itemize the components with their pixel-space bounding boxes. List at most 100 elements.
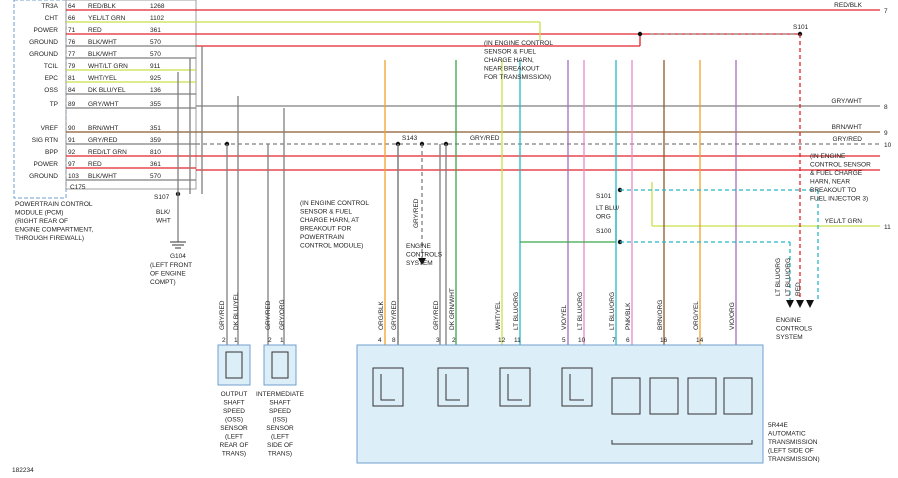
pcm-circuit-number: 136 xyxy=(150,87,161,94)
sensor-label: (OSS) xyxy=(225,417,243,424)
pcm-circuit-number: 1102 xyxy=(150,15,164,22)
component-icon xyxy=(561,367,593,407)
harness-note: NEAR BREAKOUT xyxy=(484,66,540,73)
pcm-pin-number: 81 xyxy=(68,75,76,82)
pcm-pin-name: TR3A xyxy=(41,3,58,10)
pcm-pin-name: POWER xyxy=(33,161,58,168)
component-icon xyxy=(372,367,404,407)
wire-color-label: LT BLU/ORG xyxy=(609,292,616,330)
pcm-pin-name: GROUND xyxy=(29,173,58,180)
engine-controls-label: CONTROLS xyxy=(406,252,443,259)
pcm-pin-number: 89 xyxy=(68,101,76,108)
pcm-pin-name: OSS xyxy=(44,87,58,94)
pin-number: 14 xyxy=(696,337,704,344)
pcm-wire-color: BLK/WHT xyxy=(88,173,117,180)
ground-location: OF ENGINE xyxy=(150,271,186,278)
sensor-label: (LEFT xyxy=(225,434,243,441)
transmission-box xyxy=(356,344,764,464)
pin-number: 11 xyxy=(514,337,521,344)
arrow-engine-controls xyxy=(806,300,814,308)
sensor-box xyxy=(263,344,297,386)
pcm-wire-color: RED/LT GRN xyxy=(88,149,127,156)
engine-controls-label: CONTROLS xyxy=(776,326,813,333)
right-edge-wire-color: BRN/WHT xyxy=(832,124,862,131)
diagram-id: 182234 xyxy=(12,467,34,474)
sensor-label: TRANS) xyxy=(222,451,246,458)
pcm-wire-color: DK BLU/YEL xyxy=(88,87,126,94)
wire-color-label: BLK/ xyxy=(156,209,170,216)
right-edge-page-ref: 11 xyxy=(884,224,891,231)
ground-id: G104 xyxy=(170,253,186,260)
sensor-box xyxy=(217,344,251,386)
shift-solenoid-bracket xyxy=(611,440,753,445)
harness-note: CONTROL SENSOR xyxy=(810,162,871,169)
sensor-label: SPEED xyxy=(269,408,291,415)
pcm-wire-color: RED/BLK xyxy=(88,3,116,10)
pcm-pin-name: GROUND xyxy=(29,39,58,46)
wire-color-label: ORG/YEL xyxy=(693,301,700,330)
pin-number: 7 xyxy=(612,337,616,344)
wire-color-label: RED xyxy=(795,282,802,296)
pcm-circuit-number: 925 xyxy=(150,75,161,82)
pcm-pin-name: VREF xyxy=(41,125,58,132)
splice-label: S101 xyxy=(793,24,809,31)
wire-color-label: ORG xyxy=(596,214,611,221)
sensor-label: SENSOR xyxy=(220,425,248,432)
transmission-label: TRANSMISSION) xyxy=(768,456,820,463)
wire-color-label: GRY/RED xyxy=(391,300,398,330)
pin-number: 4 xyxy=(378,337,382,344)
ground-location: COMPT) xyxy=(150,279,176,286)
pcm-pin-number: 97 xyxy=(68,161,76,168)
engine-controls-label: ENGINE xyxy=(406,243,432,250)
right-edge-page-ref: 10 xyxy=(884,142,892,149)
shift-solenoid-icon xyxy=(649,377,679,415)
pcm-pin-number: 77 xyxy=(68,51,76,58)
pcm-pin-number: 76 xyxy=(68,39,76,46)
pcm-label: POWERTRAIN CONTROL xyxy=(15,201,93,208)
pcm-circuit-number: 570 xyxy=(150,39,161,46)
component-coil-icon xyxy=(380,374,395,401)
right-edge-wire-color: YEL/LT GRN xyxy=(825,218,863,225)
right-edge-page-ref: 7 xyxy=(884,8,888,15)
transmission-label: 5R44E xyxy=(768,422,789,429)
pcm-wire-color: BLK/WHT xyxy=(88,51,117,58)
wire-color-label: LT BLU/ORG xyxy=(513,292,520,330)
pcm-circuit-number: 361 xyxy=(150,27,161,34)
pcm-circuit-number: 570 xyxy=(150,51,161,58)
pcm-wire-color: RED xyxy=(88,27,102,34)
wire-color-label: VIO/ORG xyxy=(729,302,736,330)
pin-number: 2 xyxy=(268,337,272,344)
pcm-pin-number: 103 xyxy=(68,173,79,180)
wire-color-label: WHT xyxy=(156,218,171,225)
transmission-label: TRANSMISSION xyxy=(768,439,818,446)
shift-solenoid-icon xyxy=(687,377,717,415)
wire-color-label: BRN/ORG xyxy=(657,300,664,330)
splice-s101 xyxy=(637,31,643,37)
wire-color-label: LT BLU/ xyxy=(596,205,619,212)
sensor-label: REAR OF xyxy=(220,442,249,449)
right-edge-wire-color: GRY/WHT xyxy=(831,98,862,105)
component-coil-icon xyxy=(445,374,460,401)
sensor-coil-icon xyxy=(271,351,289,379)
pin-number: 2 xyxy=(452,337,456,344)
transmission-label: AUTOMATIC xyxy=(768,431,806,438)
pcm-wire-color: GRY/RED xyxy=(88,137,118,144)
wire-color-label: GRY/ORG xyxy=(279,299,286,330)
pin-number: 8 xyxy=(392,337,396,344)
pcm-label: THROUGH FIREWALL) xyxy=(15,235,84,242)
harness-note: (IN ENGINE CONTROL xyxy=(300,200,369,207)
sensor-label: SHAFT xyxy=(269,400,290,407)
harness-note: BREAKOUT TO xyxy=(810,187,856,194)
harness-note: CHARGE HARN, AT xyxy=(300,217,359,224)
right-edge-page-ref: 8 xyxy=(884,104,888,111)
engine-controls-label: SYSTEM xyxy=(776,334,803,341)
sensor-label: SPEED xyxy=(223,408,245,415)
sensor-coil-icon xyxy=(225,351,243,379)
pin-number: 3 xyxy=(436,337,440,344)
pcm-pin-name: TCIL xyxy=(44,63,58,70)
harness-note: CHARGE HARN, xyxy=(484,57,534,64)
pcm-pin-name: TP xyxy=(50,101,58,108)
pin-number: 10 xyxy=(578,337,586,344)
